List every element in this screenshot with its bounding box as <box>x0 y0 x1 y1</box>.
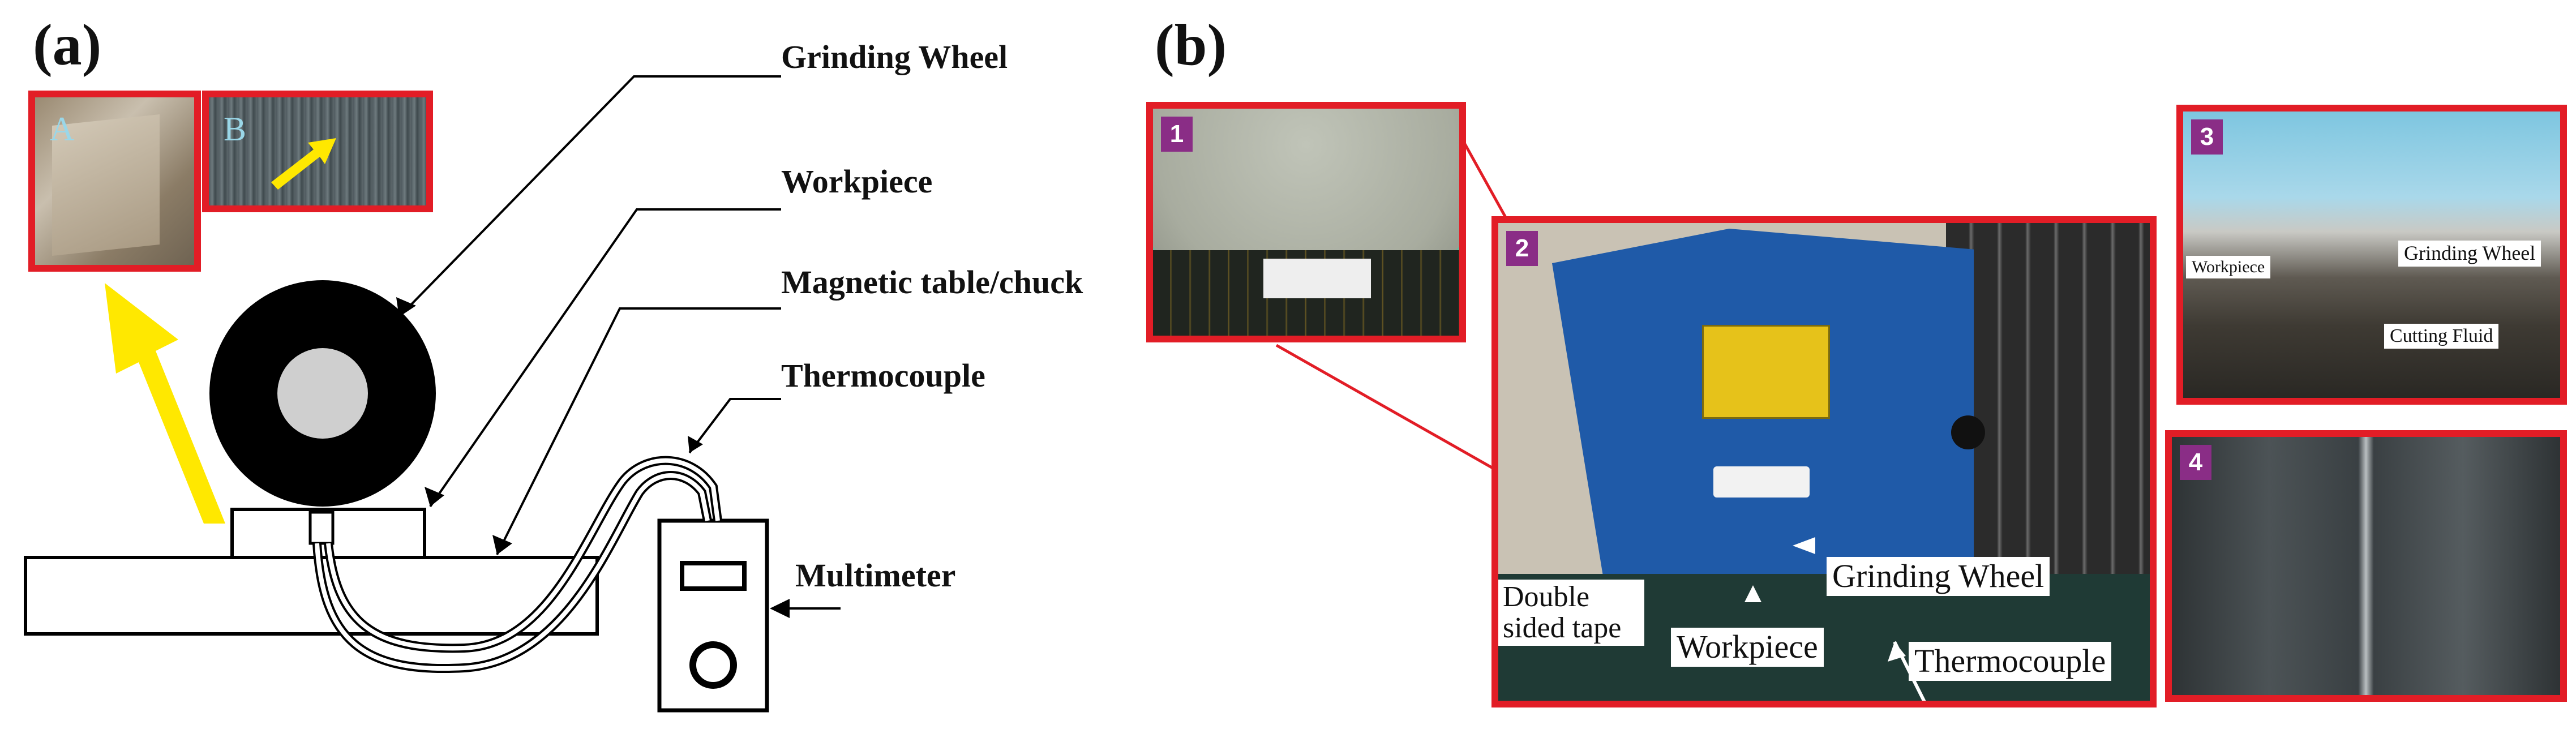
photo3-cutting-fluid-label: Cutting Fluid <box>2384 324 2499 349</box>
panel-a-letter: (a) <box>33 12 102 78</box>
wheel-hub <box>277 348 368 439</box>
photo-2-grinding-setup: 2 Double sided tape Grinding Wheel Workp… <box>1491 216 2157 707</box>
label-thermocouple: Thermocouple <box>781 357 985 394</box>
photo-a-sample-block: A <box>28 91 201 272</box>
photo2-grinding-wheel-label: Grinding Wheel <box>1827 557 2050 596</box>
photo-2-number: 2 <box>1506 231 1538 266</box>
photo3-grinding-wheel-label: Grinding Wheel <box>2398 241 2541 267</box>
label-multimeter: Multimeter <box>795 557 956 594</box>
photo-1-wheel-closeup: 1 <box>1146 102 1466 342</box>
photo2-double-sided-tape-label: Double sided tape <box>1498 580 1644 646</box>
photo-b-sample-surface: B <box>202 91 433 212</box>
magnetic-table-drawing <box>24 556 599 636</box>
photo-4-ground-surface: 4 <box>2165 430 2567 702</box>
photo-3-number: 3 <box>2191 119 2223 155</box>
photo2-thermocouple-label: Thermocouple <box>1909 642 2112 681</box>
photo2-workpiece-label: Workpiece <box>1671 628 1824 667</box>
panel-b-letter: (b) <box>1155 12 1227 78</box>
label-grinding-wheel: Grinding Wheel <box>781 38 1008 75</box>
photo-4-number: 4 <box>2180 445 2211 480</box>
yellow-arrow <box>105 283 225 524</box>
label-magnetic-table: Magnetic table/chuck <box>781 264 1083 301</box>
photo-2-callout-arrows <box>1745 537 1926 701</box>
label-workpiece: Workpiece <box>781 163 933 200</box>
photo-1-number: 1 <box>1161 117 1193 152</box>
photo-b-arrow <box>271 138 336 190</box>
photo-a-letter: A <box>50 110 75 148</box>
photo-b-letter: B <box>224 110 247 148</box>
warning-plate <box>1702 325 1830 419</box>
photo-3-cutting-fluid: 3 Workpiece Grinding Wheel Cutting Fluid <box>2176 105 2567 405</box>
photo3-workpiece-label: Workpiece <box>2186 256 2271 278</box>
